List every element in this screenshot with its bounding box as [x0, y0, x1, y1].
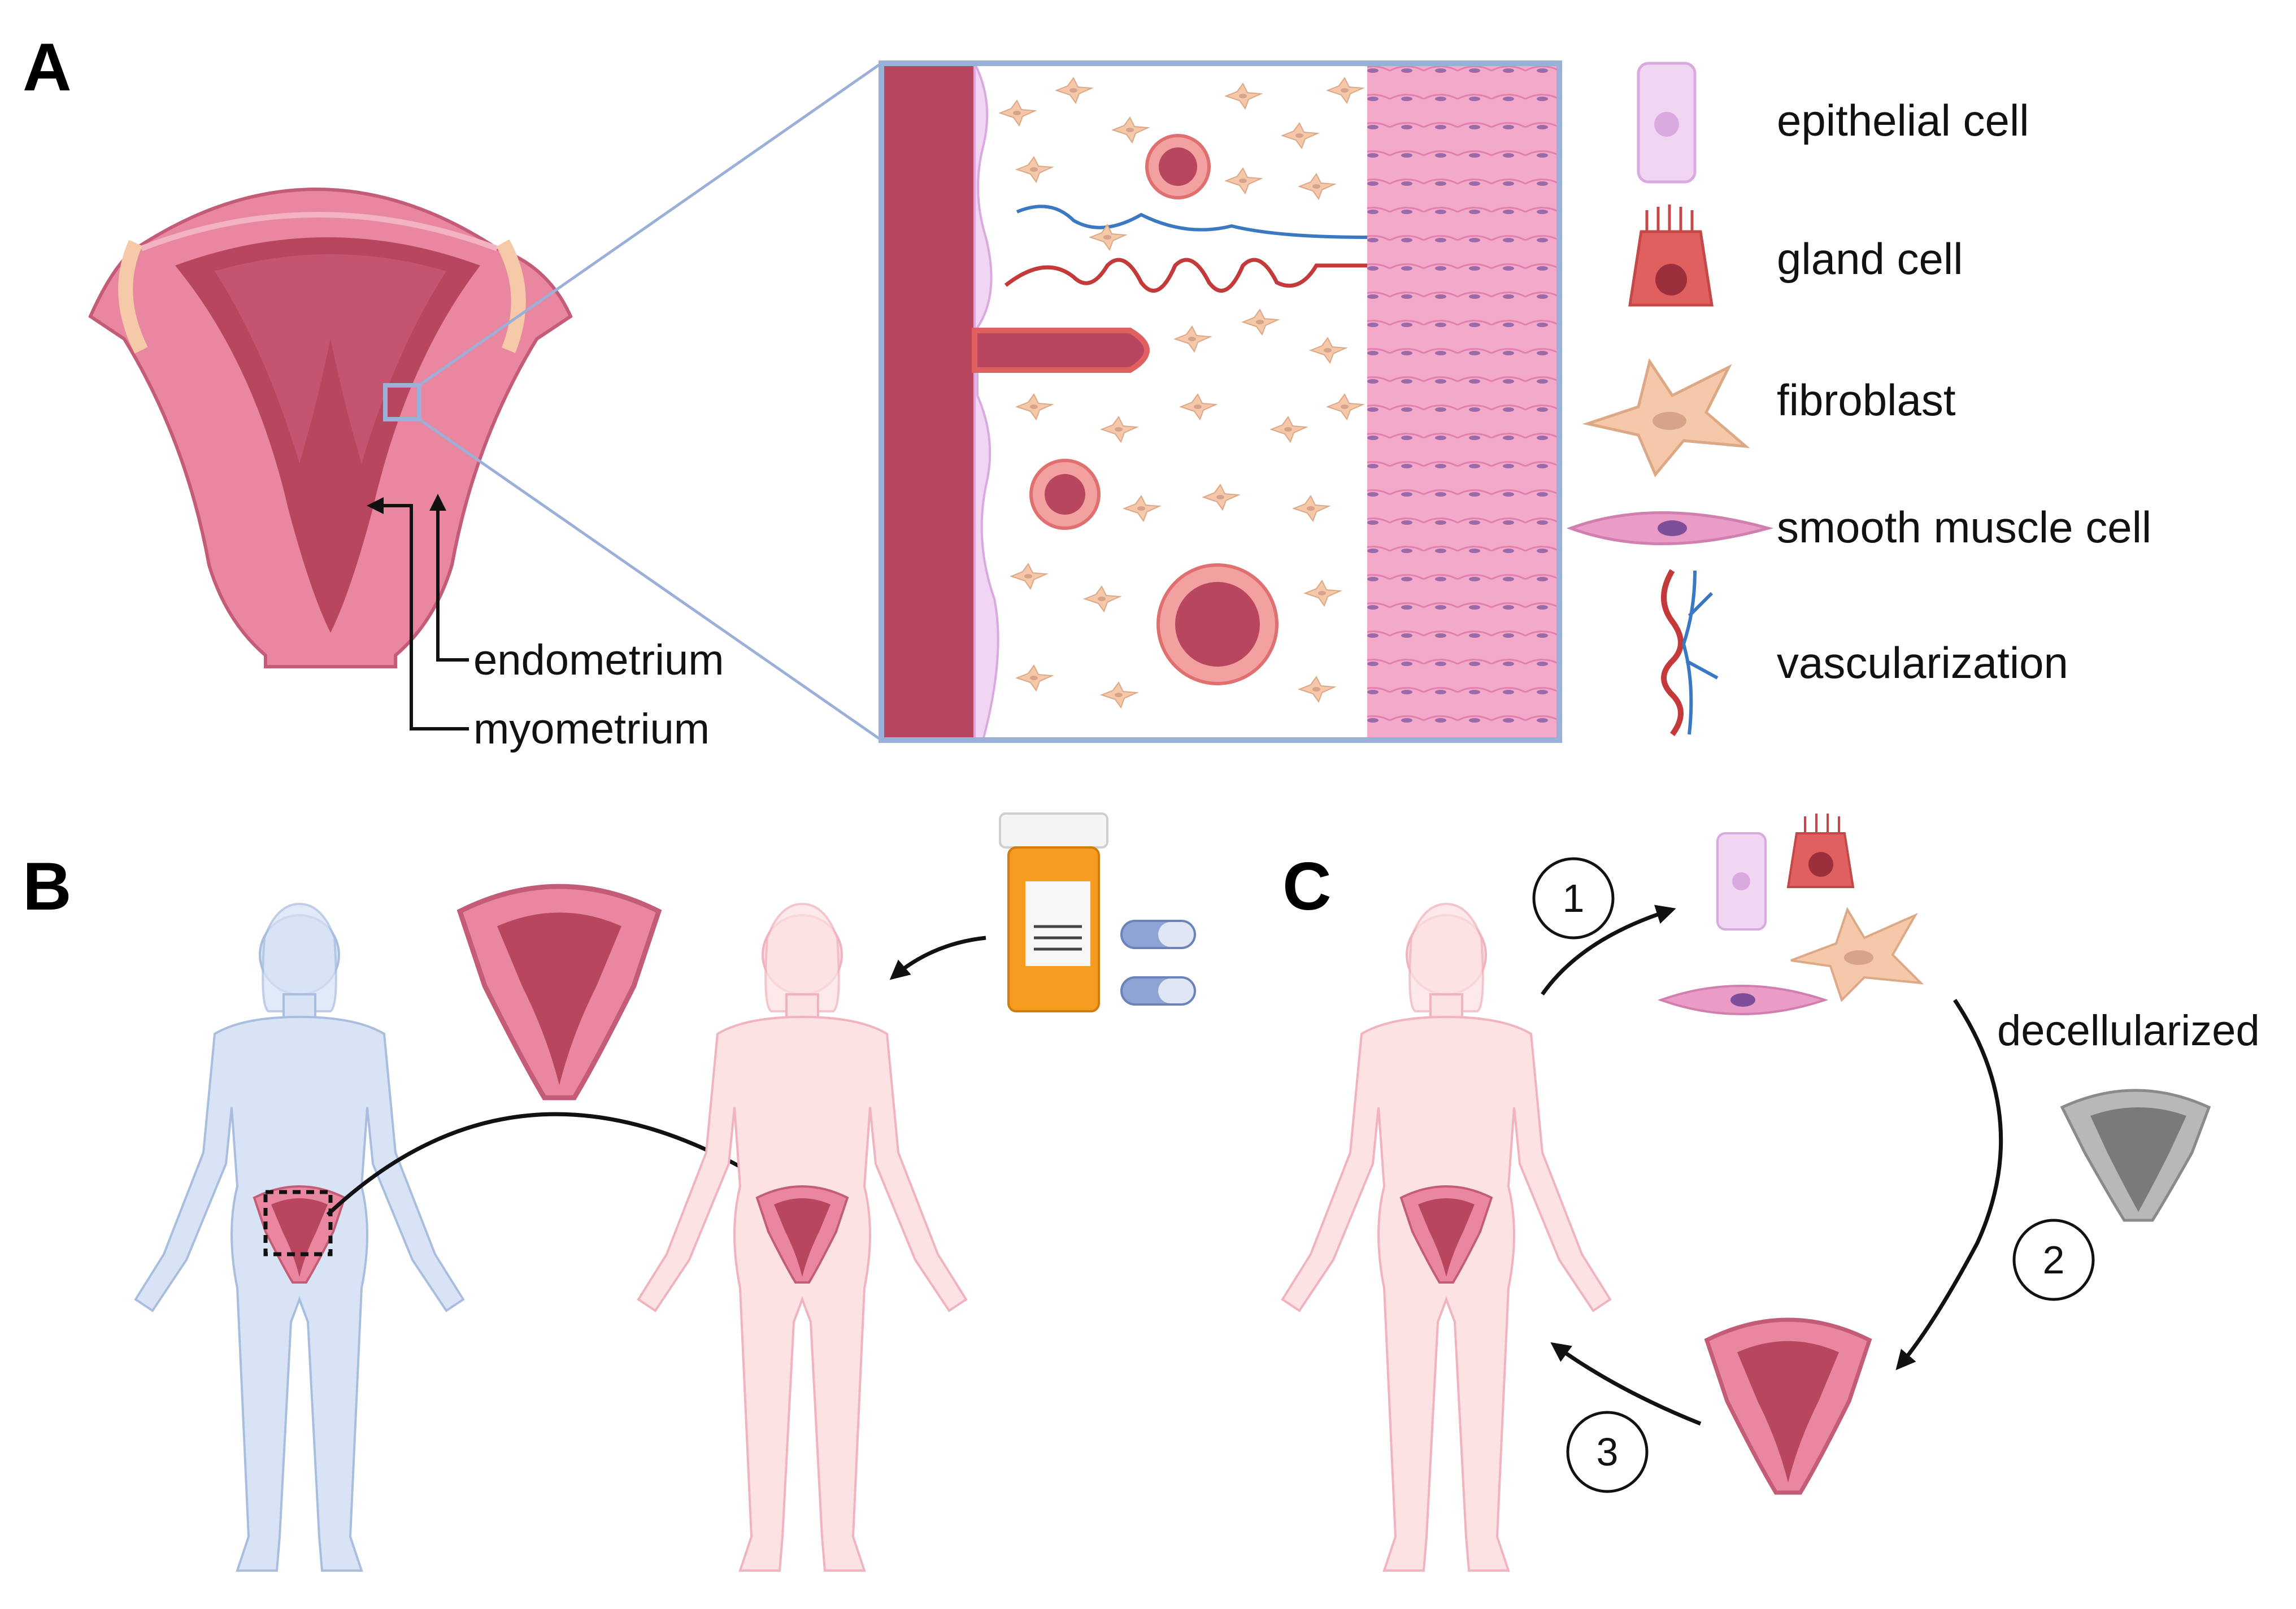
vascularization-icon	[1661, 569, 1719, 736]
zoom-frame	[879, 60, 1562, 743]
step-3-label: 3	[1597, 1430, 1619, 1474]
decellularized-label: decellularized	[1997, 1007, 2260, 1055]
epithelial-cell-icon	[1637, 62, 1697, 184]
zoom-line-bottom	[418, 418, 882, 742]
legend-label-smooth-muscle-cell: smooth muscle cell	[1777, 502, 2151, 552]
step-2-arrow	[1895, 999, 2003, 1371]
smooth-muscle-cell-small-icon	[1658, 985, 1829, 1015]
myometrium-pointer	[367, 497, 469, 730]
transplant-uterus-icon	[460, 886, 659, 1098]
gland-cell-small-icon	[1786, 814, 1855, 888]
gland-duct	[972, 328, 1150, 373]
medication-arrow	[889, 936, 986, 980]
pill-capsules-icon	[1120, 920, 1196, 1006]
step-1-label: 1	[1563, 876, 1585, 920]
legend: epithelial cell gland cell fibroblast sm…	[1566, 62, 2151, 736]
legend-label-gland-cell: gland cell	[1777, 234, 1963, 284]
endometrium-pointer	[429, 494, 469, 662]
smooth-muscle-cell-icon	[1566, 511, 1774, 545]
fibroblast-small-icon	[1790, 907, 1924, 1002]
step-1-arrow	[1541, 904, 1676, 996]
zoom-box	[383, 383, 421, 421]
step-1-badge	[1532, 857, 1615, 940]
donor-uterus-selection	[263, 1190, 333, 1256]
zoom-line-top	[418, 62, 882, 387]
panel-label-a: A	[23, 29, 72, 105]
step-2-label: 2	[2043, 1238, 2065, 1282]
endometrium-label: endometrium	[473, 636, 724, 684]
myometrium-label: myometrium	[473, 705, 710, 753]
epithelial-layer	[973, 63, 999, 741]
panel-label-c: C	[1282, 849, 1332, 924]
step-3-arrow	[1550, 1342, 1702, 1426]
cell-cluster	[1658, 814, 1924, 1015]
tissue-zoom-panel	[879, 60, 1562, 743]
gland-cell-icon	[1628, 205, 1714, 307]
recellularized-uterus-icon	[1707, 1320, 1869, 1493]
panel-label-b: B	[23, 849, 72, 924]
blood-vessel-blue	[1016, 205, 1368, 239]
fibroblast-icon	[1582, 358, 1750, 477]
uterus-cross-section	[88, 188, 573, 668]
epithelial-cell-small-icon	[1716, 832, 1767, 930]
myometrium-layer	[1367, 63, 1559, 740]
endometrial-lumen-layer	[881, 63, 975, 740]
legend-label-epithelial-cell: epithelial cell	[1777, 95, 2029, 145]
decellularized-scaffold-icon	[2060, 1089, 2211, 1222]
legend-label-vascularization: vascularization	[1777, 638, 2068, 688]
prescription-bottle-icon	[999, 812, 1108, 1012]
legend-label-fibroblast: fibroblast	[1777, 375, 1956, 425]
step-3-badge	[1566, 1411, 1649, 1493]
blood-vessel-red	[1004, 258, 1367, 293]
step-2-badge	[2012, 1219, 2095, 1301]
